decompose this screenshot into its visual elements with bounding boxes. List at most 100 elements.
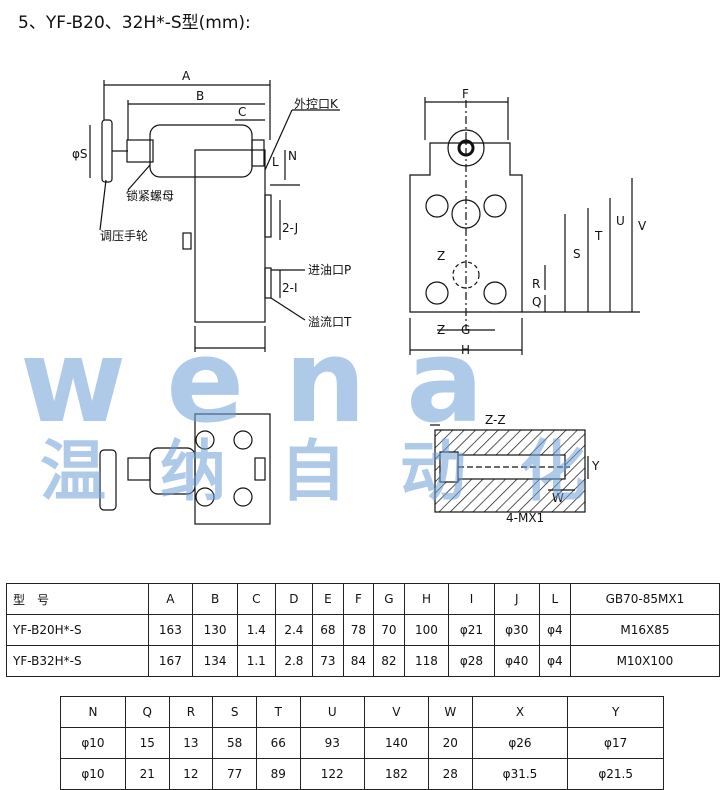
label-4-mx1: 4-MX1 [506, 511, 544, 525]
table-cell: φ10 [60, 727, 126, 759]
table-cell: φ17 [567, 727, 664, 759]
table-cell: φ40 [493, 645, 540, 677]
table-cell: M10X100 [569, 645, 721, 677]
table-header: U [299, 696, 365, 728]
section-title-z-z: Z-Z [485, 413, 506, 427]
table-cell: 167 [147, 645, 194, 677]
dim-label-y: Y [591, 459, 600, 473]
table-cell: 140 [363, 727, 429, 759]
table-cell: 134 [192, 645, 238, 677]
table-cell: 20 [427, 727, 473, 759]
table-header: Q [124, 696, 170, 728]
table-cell: YF-B20H*-S [6, 614, 149, 646]
table-cell: φ4 [538, 614, 571, 646]
table-header: T [255, 696, 301, 728]
table-header: H [403, 583, 450, 615]
callout-overflow: 溢流口T [308, 315, 352, 329]
table-cell: 100 [403, 614, 450, 646]
dim-label-t: T [594, 229, 603, 243]
dim-label-a: A [182, 69, 191, 83]
table-cell: 15 [124, 727, 170, 759]
table-header: R [168, 696, 214, 728]
table-header-row: N Q R S T U V W X Y [60, 696, 664, 728]
table-cell: 13 [168, 727, 214, 759]
table-row: YF-B20H*-S 163 130 1.4 2.4 68 78 70 100 … [6, 614, 721, 646]
dim-label-f: F [462, 87, 469, 101]
dim-label-c: C [238, 105, 246, 119]
table-header: A [147, 583, 194, 615]
dim-label-g: G [461, 323, 470, 337]
table-cell: 66 [255, 727, 301, 759]
spec-table-1: 型 号 A B C D E F G H I J L GB70-85MX1 YF-… [6, 583, 721, 677]
top-view [99, 413, 271, 525]
table-cell: 82 [373, 645, 405, 677]
table-cell: 78 [342, 614, 375, 646]
table-cell: YF-B32H*-S [6, 645, 149, 677]
table-header: X [471, 696, 569, 728]
callout-inlet: 进油口P [308, 263, 351, 277]
dim-label-l: L [272, 155, 279, 169]
table-cell: φ26 [471, 727, 569, 759]
table-cell: 58 [212, 727, 257, 759]
section-z-z [430, 424, 589, 513]
dim-label-w: W [552, 491, 564, 505]
section-mark-z-upper: Z [437, 249, 445, 263]
table-header: V [363, 696, 429, 728]
table-header: I [448, 583, 495, 615]
table-cell: 1.1 [236, 645, 276, 677]
table-header-row: 型 号 A B C D E F G H I J L GB70-85MX1 [6, 583, 721, 615]
table-cell: 84 [342, 645, 375, 677]
table-row: YF-B32H*-S 167 134 1.1 2.8 73 84 82 118 … [6, 645, 721, 677]
table-header: F [342, 583, 375, 615]
table-header: S [212, 696, 257, 728]
table-cell: 2.8 [274, 645, 314, 677]
dim-label-u: U [616, 214, 625, 228]
table-cell: 73 [312, 645, 344, 677]
table-header: Y [567, 696, 664, 728]
table-cell: 2.4 [274, 614, 314, 646]
callout-handwheel: 调压手轮 [100, 229, 148, 243]
table-row: φ10 15 13 58 66 93 140 20 φ26 φ17 [60, 727, 664, 759]
table-cell: 1.4 [236, 614, 276, 646]
side-view [89, 80, 340, 352]
callout-lock-nut: 锁紧螺母 [126, 188, 174, 203]
table-header: D [274, 583, 314, 615]
dim-label-v: V [638, 219, 647, 233]
spec-table-2: N Q R S T U V W X Y φ10 15 13 58 66 93 1… [60, 696, 664, 790]
table-header: G [373, 583, 405, 615]
table-cell: 163 [147, 614, 194, 646]
front-view [409, 97, 640, 355]
dim-label-2i: 2-I [282, 281, 298, 295]
table-cell: φ4 [538, 645, 571, 677]
table-header: GB70-85MX1 [569, 583, 721, 615]
section-mark-z-lower: Z [437, 323, 445, 337]
table-cell: 93 [299, 727, 365, 759]
dim-label-h: H [461, 343, 470, 357]
table-cell: 130 [192, 614, 238, 646]
table-header: J [493, 583, 540, 615]
table-cell: φ21 [448, 614, 495, 646]
callout-external-control: 外控口K [294, 97, 339, 111]
page-heading: 5、YF-B20、32H*-S型(mm): [18, 13, 251, 33]
table-header: 型 号 [6, 583, 149, 615]
table-cell: φ30 [493, 614, 540, 646]
table-header: B [192, 583, 238, 615]
table-header: L [538, 583, 571, 615]
dim-label-phi-s: φS [72, 147, 88, 161]
table-cell: 68 [312, 614, 344, 646]
dim-label-r: R [532, 277, 540, 291]
table-header: C [236, 583, 276, 615]
table-cell: φ28 [448, 645, 495, 677]
dim-label-n: N [288, 149, 297, 163]
table-cell: M16X85 [569, 614, 721, 646]
table-header: N [60, 696, 126, 728]
dim-label-b: B [196, 89, 204, 103]
table-header: W [427, 696, 473, 728]
table-cell: 70 [373, 614, 405, 646]
dim-label-2j: 2-J [282, 221, 298, 235]
table-cell: 118 [403, 645, 450, 677]
dim-label-s: S [573, 247, 581, 261]
dim-label-q: Q [532, 295, 541, 309]
table-header: E [312, 583, 344, 615]
technical-drawing: A B C φS N L 2-J 2-I 外控口K 锁紧螺母 调压手轮 进油口P… [72, 69, 647, 525]
